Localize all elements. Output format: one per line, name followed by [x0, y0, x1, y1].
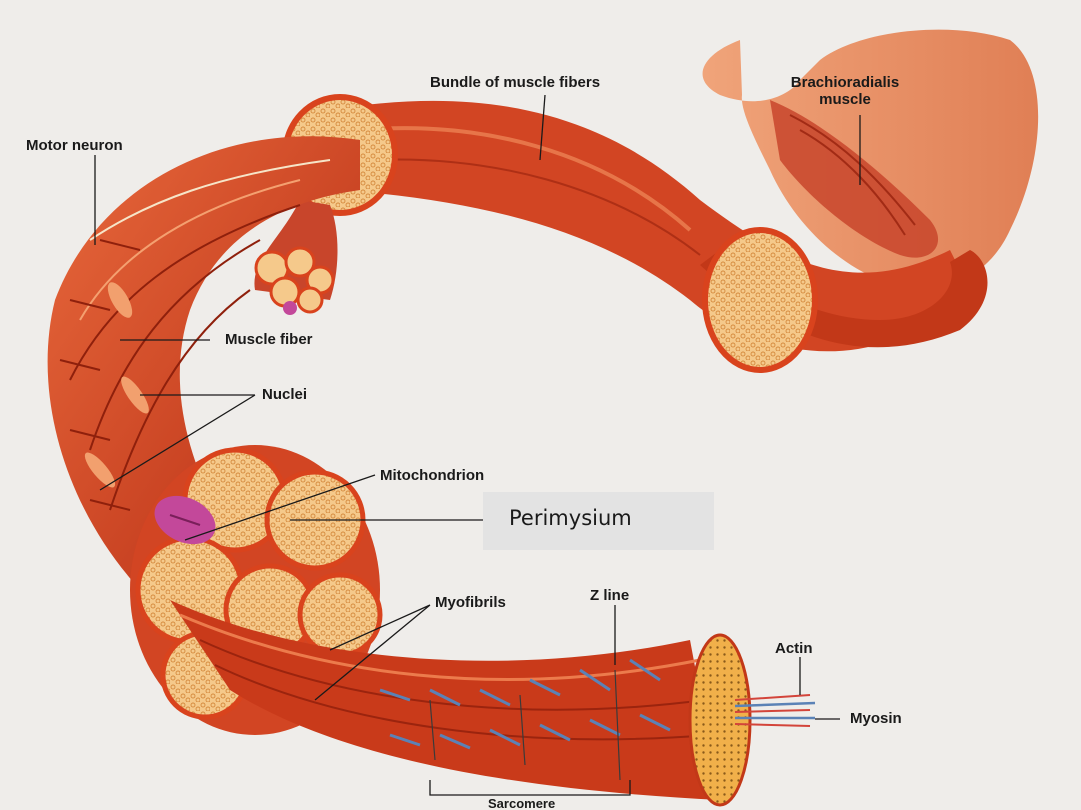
perimysium-callout: Perimysium [483, 492, 714, 550]
label-myofibrils: Myofibrils [435, 594, 506, 611]
label-motor-neuron: Motor neuron [26, 137, 123, 154]
label-muscle-fiber: Muscle fiber [225, 331, 313, 348]
label-mitochondrion: Mitochondrion [380, 467, 484, 484]
label-sarcomere: Sarcomere [488, 795, 555, 810]
label-brachioradialis-muscle: Brachioradialis muscle [785, 74, 905, 108]
label-bundle-of-muscle-fibers: Bundle of muscle fibers [430, 74, 600, 91]
label-perimysium: Perimysium [509, 506, 632, 530]
label-actin: Actin [775, 640, 813, 657]
label-nuclei: Nuclei [262, 386, 307, 403]
label-z-line: Z line [590, 587, 629, 604]
label-myosin: Myosin [850, 710, 902, 727]
